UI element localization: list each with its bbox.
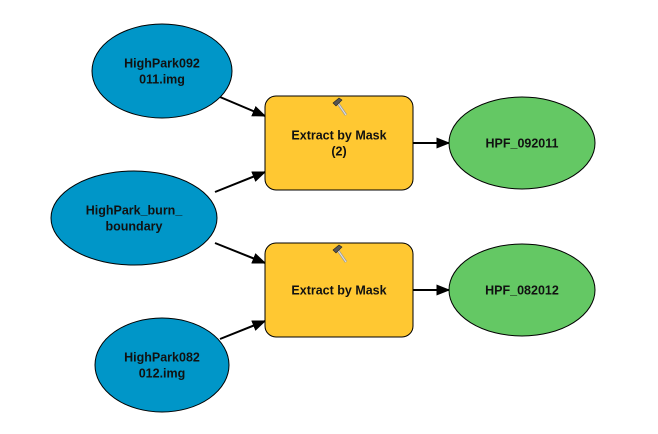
node-label: boundary: [106, 220, 163, 234]
node-shape[interactable]: [91, 23, 233, 119]
node-shape[interactable]: [448, 96, 596, 190]
node-shape[interactable]: [50, 170, 218, 266]
node-shape[interactable]: [448, 243, 596, 337]
input-data-node-mask[interactable]: HighPark_burn_ boundary: [50, 170, 218, 266]
tool-node-tool1[interactable]: Extract by Mask (2): [264, 95, 414, 191]
node-label: Extract by Mask: [291, 284, 386, 298]
node-label: 012.img: [139, 367, 186, 381]
connector-mask-to-tool1[interactable]: [214, 171, 267, 193]
node-shape[interactable]: [264, 95, 414, 191]
node-label: Extract by Mask: [291, 129, 386, 143]
node-label: HighPark_burn_: [86, 204, 184, 218]
connector-mask-to-tool2[interactable]: [214, 242, 267, 264]
node-shape[interactable]: [94, 317, 230, 413]
hammer-icon: [332, 97, 348, 116]
connector-in1-to-tool1[interactable]: [219, 96, 267, 117]
node-label: HighPark092: [124, 57, 200, 71]
node-label: (2): [331, 145, 346, 159]
node-shape[interactable]: [264, 242, 414, 338]
connector-in2-to-tool2[interactable]: [219, 320, 267, 340]
output-data-node-out1[interactable]: HPF_092011: [448, 96, 596, 190]
output-data-node-out2[interactable]: HPF_082012: [448, 243, 596, 337]
node-label: 011.img: [139, 73, 185, 87]
node-label: HPF_092011: [486, 137, 559, 151]
input-data-node-in2[interactable]: HighPark082 012.img: [94, 317, 230, 413]
node-label: HighPark082: [124, 351, 200, 365]
node-label: HPF_082012: [485, 284, 559, 298]
input-data-node-in1[interactable]: HighPark092 011.img: [91, 23, 233, 119]
hammer-icon: [332, 244, 348, 263]
tool-node-tool2[interactable]: Extract by Mask: [264, 242, 414, 338]
